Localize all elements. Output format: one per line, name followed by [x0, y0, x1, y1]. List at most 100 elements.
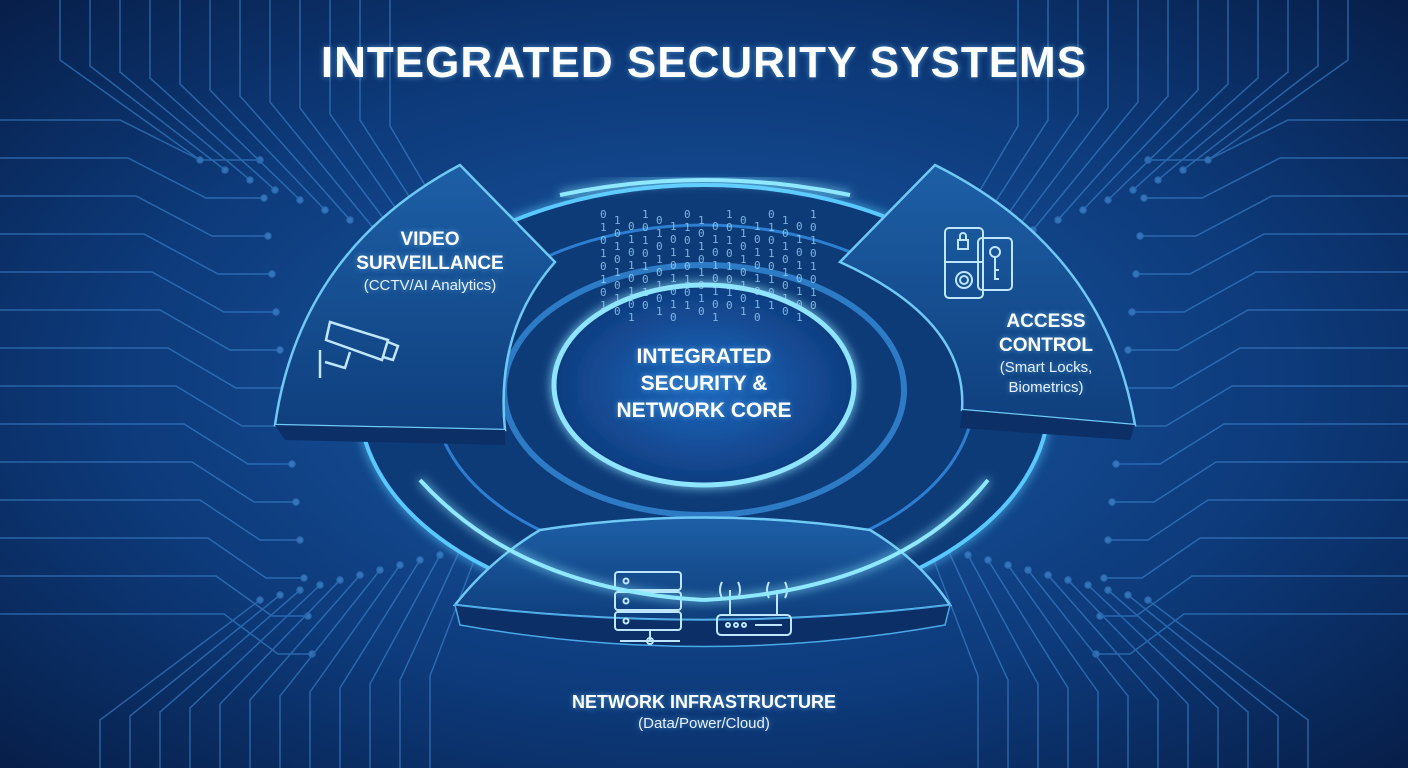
trace-node: [1044, 571, 1052, 579]
circuit-trace: [1112, 461, 1408, 503]
binary-digit: 0: [698, 227, 705, 240]
circuit-trace: [129, 594, 281, 768]
cctv-camera-icon: [318, 320, 400, 378]
binary-digit: 0: [684, 260, 691, 273]
core-line2: SECURITY &: [640, 372, 768, 395]
network-panel-edge: [454, 604, 951, 648]
binary-digit: 0: [670, 233, 677, 246]
binary-digit: 1: [614, 214, 621, 227]
trace-node: [1084, 581, 1092, 589]
trace-node: [1092, 650, 1100, 658]
trace-node: [1154, 176, 1162, 184]
circuit-trace: [339, 559, 421, 768]
glow-arc-top: [559, 178, 851, 197]
circuit-trace: [1128, 309, 1408, 351]
binary-digit: 1: [712, 233, 719, 246]
trace-node: [300, 574, 308, 582]
circuit-trace: [1124, 347, 1408, 389]
binary-digit: 0: [614, 279, 621, 292]
trace-node: [296, 586, 304, 594]
circuit-trace: [947, 549, 1009, 768]
binary-digit: 1: [684, 299, 691, 312]
binary-digit: 1: [768, 273, 775, 286]
circuit-trace: [0, 157, 264, 199]
circuit-trace: [1032, 0, 1139, 231]
circuit-trace: [1100, 575, 1408, 617]
binary-digit: 1: [782, 240, 789, 253]
binary-digit: 1: [782, 266, 789, 279]
binary-digit: 0: [628, 246, 635, 259]
binary-digit: 1: [628, 233, 635, 246]
circuit-trace: [239, 0, 351, 221]
circuit-trace: [1147, 599, 1309, 768]
wifi-router-icon: [716, 581, 792, 636]
binary-digit: 1: [656, 279, 663, 292]
binary-digit: 1: [754, 272, 761, 285]
video-surveillance-label: VIDEO SURVEILLANCE (CCTV/AI Analytics): [330, 228, 530, 296]
binary-digit: 1: [796, 311, 803, 324]
binary-digit: 0: [782, 253, 789, 266]
binary-digit: 1: [768, 299, 775, 312]
binary-digit: 1: [810, 208, 817, 221]
trace-node: [296, 536, 304, 544]
trace-node: [1104, 196, 1112, 204]
binary-digit: 1: [796, 233, 803, 246]
video-subtitle: (CCTV/AI Analytics): [363, 277, 497, 294]
circuit-trace: [279, 569, 381, 768]
binary-digit: 1: [712, 285, 719, 298]
trace-node: [256, 596, 264, 604]
glow-arc-left: [418, 478, 705, 602]
circuit-trace: [0, 233, 272, 275]
binary-digit: 0: [628, 272, 635, 285]
circuit-trace: [1082, 0, 1199, 211]
circuit-trace: [0, 499, 300, 541]
trace-node: [321, 206, 329, 214]
binary-digit: 0: [670, 311, 677, 324]
circuit-trace: [1067, 579, 1189, 768]
binary-digit: 0: [684, 234, 691, 247]
circuit-trace: [1132, 0, 1259, 191]
binary-digit: 0: [768, 286, 775, 299]
circuit-trace: [119, 0, 251, 181]
trace-node: [1054, 216, 1062, 224]
server-rack-icon: [614, 571, 682, 645]
circuit-trace: [0, 613, 312, 655]
trace-node: [296, 196, 304, 204]
binary-digit: 0: [740, 266, 747, 279]
binary-digit: 0: [810, 273, 817, 286]
circuit-trace: [967, 554, 1039, 768]
binary-digit: 1: [684, 273, 691, 286]
binary-digit: 1: [642, 286, 649, 299]
video-title-line2: SURVEILLANCE: [356, 253, 504, 274]
circuit-trace: [1136, 233, 1408, 275]
circuit-trace: [159, 589, 301, 768]
binary-digit: 1: [726, 286, 733, 299]
binary-digit: 1: [656, 305, 663, 318]
binary-digit: 0: [740, 240, 747, 253]
binary-digit: 0: [768, 208, 775, 221]
binary-digit: 0: [656, 240, 663, 253]
trace-node: [260, 194, 268, 202]
trace-node: [1124, 346, 1132, 354]
trace-node: [1079, 206, 1087, 214]
circuit-trace: [0, 537, 304, 579]
binary-digit: 1: [740, 227, 747, 240]
binary-digit: 0: [712, 272, 719, 285]
trace-node: [356, 571, 364, 579]
binary-digit: 0: [754, 285, 761, 298]
binary-digit: 1: [614, 266, 621, 279]
binary-digit: 1: [782, 214, 789, 227]
circuit-trace: [179, 0, 301, 201]
binary-digit: 1: [600, 221, 607, 234]
binary-digit: 0: [726, 273, 733, 286]
network-infrastructure-label: NETWORK INFRASTRUCTURE (Data/Power/Cloud…: [504, 690, 904, 734]
binary-digit: 0: [684, 286, 691, 299]
binary-digit: 0: [796, 298, 803, 311]
circuit-trace: [0, 461, 296, 503]
binary-digit: 1: [810, 260, 817, 273]
trace-node: [1128, 308, 1136, 316]
trace-node: [196, 156, 204, 164]
circuit-trace: [1104, 537, 1408, 579]
binary-digit: 0: [782, 227, 789, 240]
binary-digit: 0: [740, 214, 747, 227]
